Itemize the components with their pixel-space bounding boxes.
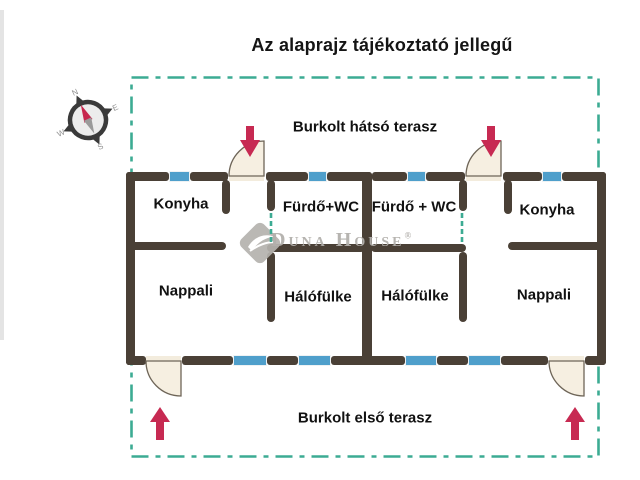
wall-segment — [508, 242, 606, 250]
wall-segment — [267, 244, 365, 252]
room-label-living-right: Nappali — [516, 286, 572, 304]
room-label-living-left: Nappali — [158, 282, 214, 300]
brand-watermark: Duna House® — [271, 229, 411, 252]
entrance-arrow-icon — [565, 407, 585, 440]
wall-segment — [426, 172, 465, 181]
window-marker — [407, 171, 426, 182]
wall-segment — [597, 172, 606, 365]
wall-segment — [182, 356, 233, 365]
room-label-bathroom-right: Fürdő + WC — [371, 198, 457, 216]
door-threshold — [229, 173, 264, 181]
wall-segment — [190, 172, 228, 181]
wall-segment — [267, 356, 298, 365]
wall-segment — [126, 172, 135, 365]
wall-segment — [562, 172, 606, 181]
compass-label-n: N — [71, 88, 80, 98]
compass-knob-south — [92, 135, 100, 145]
entrance-arrow-icon — [240, 126, 260, 157]
door-threshold — [146, 356, 181, 364]
room-label-alcove-right: Hálófülke — [381, 287, 449, 305]
room-label-alcove-left: Hálófülke — [284, 288, 352, 306]
door-swing — [228, 140, 265, 177]
wall-segment — [266, 172, 308, 181]
wall-segment — [501, 356, 548, 365]
wall-segment — [331, 356, 405, 365]
registered-mark: ® — [404, 230, 412, 241]
entrance-arrow-icon — [481, 126, 501, 157]
wall-segment — [437, 356, 468, 365]
room-label-bathroom-left: Fürdő+WC — [282, 198, 360, 216]
wall-segment — [459, 180, 467, 211]
compass-label-w: W — [56, 127, 67, 139]
wall-segment — [362, 172, 372, 365]
wall-segment — [372, 172, 407, 181]
door-swing — [145, 360, 182, 397]
wall-segment — [327, 172, 372, 181]
room-label-kitchen-left: Konyha — [153, 195, 209, 213]
door-threshold — [549, 356, 584, 364]
window-marker — [542, 171, 562, 182]
window-marker — [298, 355, 331, 366]
wall-segment — [222, 180, 230, 214]
window-marker — [169, 171, 190, 182]
compass-label-s: S — [96, 142, 105, 152]
window-marker — [468, 355, 501, 366]
wall-segment — [127, 242, 226, 250]
wall-segment — [126, 172, 169, 181]
compass-knob-north — [76, 95, 84, 105]
compass-label-e: E — [111, 103, 120, 113]
wall-segment — [503, 172, 542, 181]
compass-icon: N E S W — [56, 88, 120, 152]
page-title: Az alaprajz tájékoztató jellegű — [251, 35, 513, 55]
compass-knob-west — [63, 124, 73, 132]
window-marker — [233, 355, 267, 366]
back-terrace-label: Burkolt hátsó terasz — [292, 118, 438, 136]
wall-segment — [371, 244, 466, 252]
brand-name: Duna House — [271, 229, 405, 251]
front-terrace-label: Burkolt első terasz — [297, 409, 433, 427]
wall-segment — [504, 180, 512, 214]
wall-segment — [459, 252, 467, 322]
door-threshold — [466, 173, 501, 181]
wall-segment — [267, 180, 275, 211]
compass-knob-east — [103, 108, 113, 116]
room-label-kitchen-right: Konyha — [519, 201, 575, 219]
window-marker — [308, 171, 327, 182]
wall-segment — [126, 356, 146, 365]
door-swing — [548, 360, 585, 397]
window-marker — [405, 355, 437, 366]
scan-edge-artifact — [0, 10, 4, 340]
wall-segment — [585, 356, 606, 365]
entrance-arrow-icon — [150, 407, 170, 440]
compass-needle-south — [83, 117, 95, 134]
wall-segment — [267, 252, 275, 322]
